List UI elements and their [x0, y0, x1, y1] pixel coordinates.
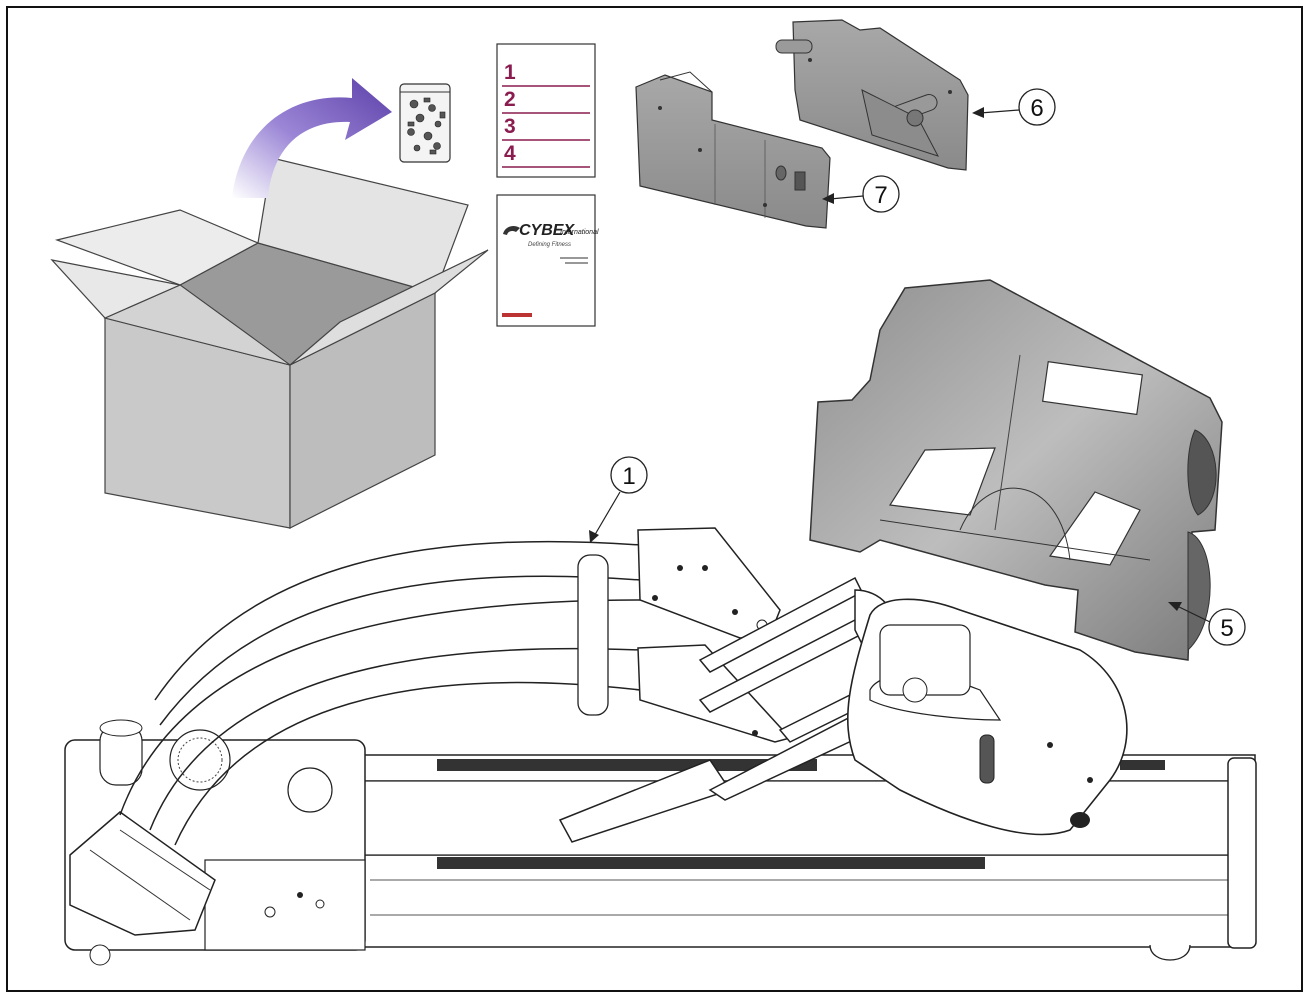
console-head	[847, 598, 1128, 836]
part-1-uprights	[119, 540, 641, 846]
manual-brand-suffix: International	[560, 229, 599, 236]
handlebar-frame	[558, 576, 897, 843]
curved-arrow	[232, 78, 392, 198]
shipping-box	[50, 157, 489, 529]
front-belt-grip-strip	[437, 857, 985, 869]
callout-7-label: 7	[874, 182, 887, 209]
owners-manual: CYBEX International Defining Fitness	[496, 194, 599, 327]
numbered-booklet: 1 2 3 4	[496, 43, 596, 178]
treadmill-base	[64, 719, 1257, 966]
manual-brand: CYBEX	[519, 222, 575, 239]
booklet-page-2: 2	[504, 88, 516, 111]
callout-7: 7	[822, 175, 900, 213]
part-5-hood	[809, 279, 1223, 661]
hardware-bag	[399, 83, 451, 163]
callout-1: 1	[589, 456, 648, 543]
callout-5: 5	[1168, 602, 1246, 646]
part-7-cover	[635, 71, 831, 229]
callout-6: 6	[972, 88, 1056, 126]
booklet-page-4: 4	[504, 142, 516, 165]
callout-5-label: 5	[1220, 615, 1233, 642]
booklet-page-3: 3	[504, 115, 516, 138]
callout-1-label: 1	[622, 463, 635, 490]
manual-tagline: Defining Fitness	[528, 242, 571, 248]
callout-6-label: 6	[1030, 95, 1043, 122]
part-6-cover	[775, 19, 969, 171]
booklet-page-1: 1	[504, 61, 516, 84]
rear-belt-grip-strip	[437, 759, 817, 771]
cybex-logo-icon	[503, 226, 520, 235]
